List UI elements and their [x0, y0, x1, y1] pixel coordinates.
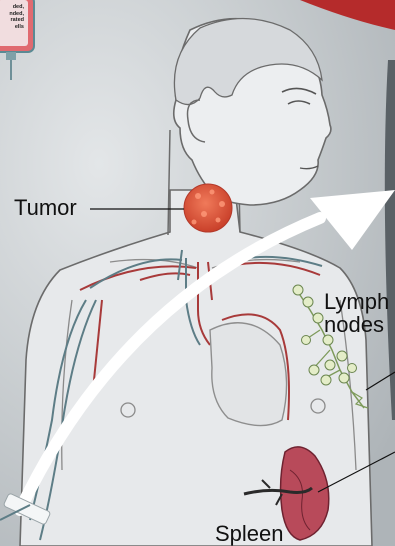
spleen-label: Spleen — [215, 522, 284, 545]
iv-bag-text: ded, nded, rated ells — [0, 4, 24, 30]
lymph-label-line1: Lymph — [324, 290, 389, 313]
lymph-label-line2: nodes — [324, 313, 389, 336]
tumor — [184, 184, 232, 232]
bag-text-line: ells — [0, 24, 24, 31]
tumor-label: Tumor — [14, 196, 77, 219]
lymph-nodes-label: Lymph nodes — [324, 290, 389, 336]
